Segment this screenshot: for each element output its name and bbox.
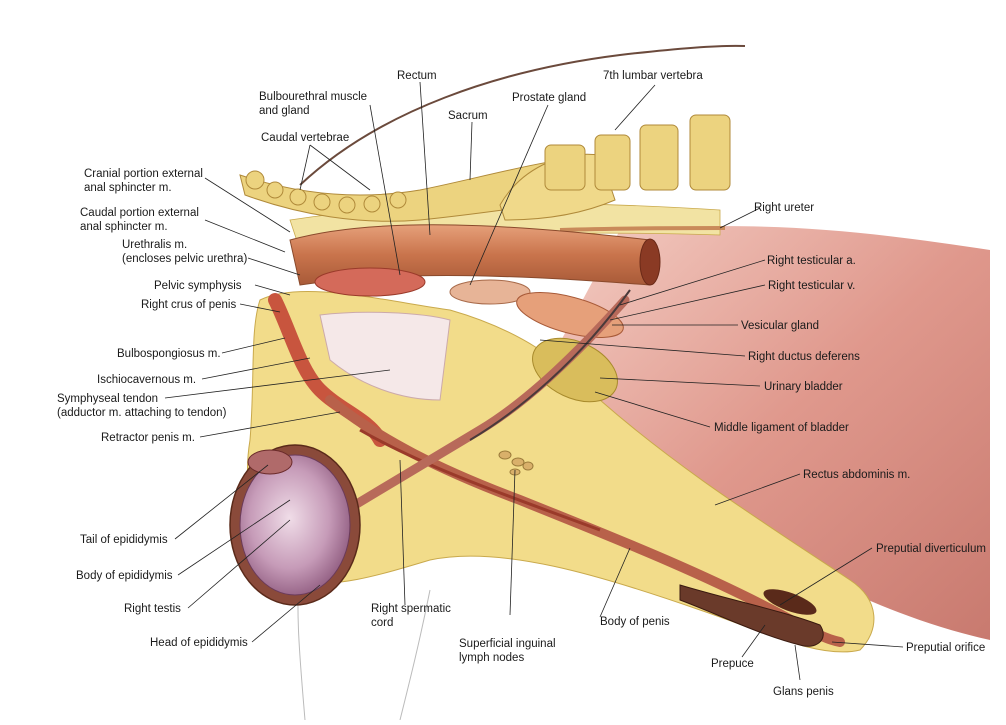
label-right-ureter: Right ureter [754,202,814,214]
ductus-line [469,289,631,441]
prepuce [679,584,824,647]
symphysis [319,311,451,401]
label-body-of-epididymis: Body of epididymis [76,570,173,582]
label-retractor-penis: Retractor penis m. [101,432,195,444]
label-bulbourethral-2: and gland [259,105,310,117]
label-cranial-sphincter-2: anal sphincter m. [84,182,172,194]
label-right-ductus-deferens: Right ductus deferens [748,351,860,363]
label-head-of-epididymis: Head of epididymis [150,637,248,649]
label-rectum: Rectum [397,70,437,82]
lymph-nodes [498,450,534,476]
label-preputial-orifice: Preputial orifice [906,642,985,654]
label-pelvic-symphysis: Pelvic symphysis [154,280,242,292]
label-urethralis-1: Urethralis m. [122,239,187,251]
label-prepuce: Prepuce [711,658,754,670]
label-right-spermatic-cord-2: cord [371,617,393,629]
label-urethralis-2: (encloses pelvic urethra) [122,253,247,265]
label-right-testis: Right testis [124,603,181,615]
back-contour [299,44,746,186]
label-lymph-nodes-2: lymph nodes [459,652,524,664]
leader-lines [164,81,904,681]
rectum-opening [639,238,661,286]
epididymis-tail [247,449,293,475]
label-glans-penis: Glans penis [773,686,834,698]
vertebral-column [239,114,731,222]
label-right-spermatic-cord-1: Right spermatic [371,603,451,615]
label-symphyseal-tendon-1: Symphyseal tendon [57,393,158,405]
label-right-crus-of-penis: Right crus of penis [141,299,236,311]
label-body-of-penis: Body of penis [600,616,670,628]
label-bulbourethral-1: Bulbourethral muscle [259,91,367,103]
ureter [559,226,726,232]
label-caudal-vertebrae: Caudal vertebrae [261,132,349,144]
label-cranial-sphincter-1: Cranial portion external [84,168,203,180]
label-preputial-diverticulum: Preputial diverticulum [876,543,986,555]
label-lymph-nodes-1: Superficial inguinal [459,638,556,650]
label-right-testicular-a: Right testicular a. [767,255,856,267]
label-tail-of-epididymis: Tail of epididymis [80,534,168,546]
label-sacrum: Sacrum [448,110,488,122]
label-urinary-bladder: Urinary bladder [764,381,843,393]
label-caudal-sphincter-1: Caudal portion external [80,207,199,219]
prostate [449,279,531,305]
label-seventh-lumbar-vertebra: 7th lumbar vertebra [603,70,703,82]
label-middle-ligament: Middle ligament of bladder [714,422,849,434]
label-vesicular-gland: Vesicular gland [741,320,819,332]
bulbourethral-gland [314,267,426,297]
label-right-testicular-v: Right testicular v. [768,280,855,292]
abdominal-wall [540,226,990,640]
preputial-diverticulum-shape [763,589,817,615]
retractor-line [359,428,601,532]
label-caudal-sphincter-2: anal sphincter m. [80,221,168,233]
label-rectus-abdominis: Rectus abdominis m. [803,469,910,481]
label-ischiocavernous: Ischiocavernous m. [97,374,196,386]
testis [239,454,351,596]
spermatic-cord [325,295,630,525]
label-prostate-gland: Prostate gland [512,92,586,104]
label-bulbospongiosus: Bulbospongiosus m. [117,348,221,360]
label-symphyseal-tendon-2: (adductor m. attaching to tendon) [57,407,227,419]
